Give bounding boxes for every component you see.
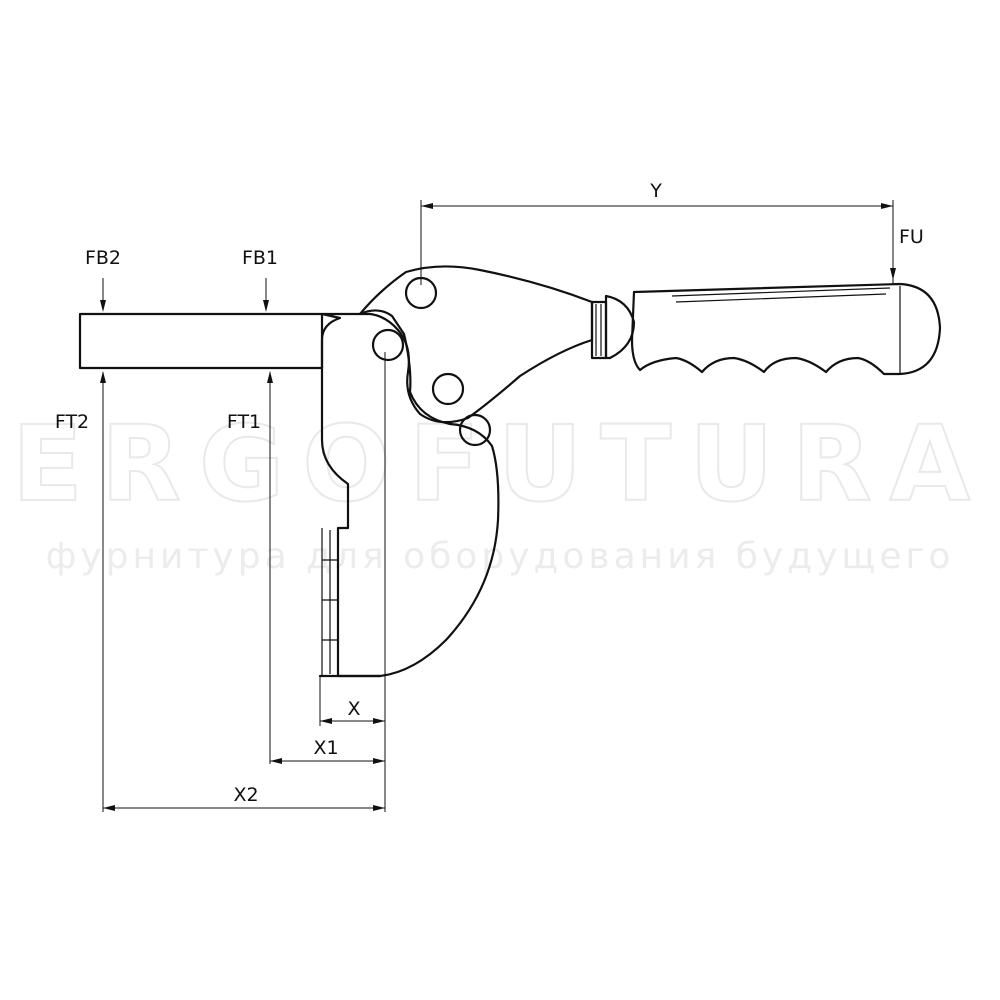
watermark: ERGOFUTURA фурнитура для оборудования бу… bbox=[11, 402, 988, 577]
label-fb1: FB1 bbox=[242, 247, 278, 269]
label-y: Y bbox=[649, 180, 662, 202]
clamp-bar bbox=[78, 312, 324, 370]
watermark-brand: ERGOFUTURA bbox=[12, 403, 988, 525]
pivot-pin-mid bbox=[431, 372, 465, 406]
watermark-tagline: фурнитура для оборудования будущего bbox=[46, 536, 955, 577]
label-x: X bbox=[347, 698, 360, 720]
dimension-y: Y bbox=[420, 180, 894, 285]
label-x1: X1 bbox=[313, 737, 338, 759]
dimension-x: X bbox=[319, 676, 385, 726]
force-fu: FU bbox=[890, 226, 924, 280]
label-x2: X2 bbox=[233, 784, 258, 806]
label-fu: FU bbox=[899, 226, 924, 248]
pivot-pins bbox=[371, 276, 492, 447]
force-ft1: FT1 bbox=[227, 371, 273, 764]
force-ft2: FT2 bbox=[55, 371, 106, 812]
clamp-body bbox=[318, 309, 500, 678]
dimension-x2: X2 bbox=[103, 784, 385, 811]
pivot-pin-main bbox=[371, 328, 405, 362]
label-ft2: FT2 bbox=[55, 411, 89, 433]
dimension-x1: X1 bbox=[270, 737, 385, 764]
force-fb1: FB1 bbox=[242, 247, 278, 312]
label-ft1: FT1 bbox=[227, 411, 261, 433]
force-fb2: FB2 bbox=[85, 247, 121, 312]
label-fb2: FB2 bbox=[85, 247, 121, 269]
pivot-pin-low bbox=[458, 413, 492, 447]
lever-link bbox=[358, 265, 594, 424]
handle bbox=[590, 282, 942, 376]
